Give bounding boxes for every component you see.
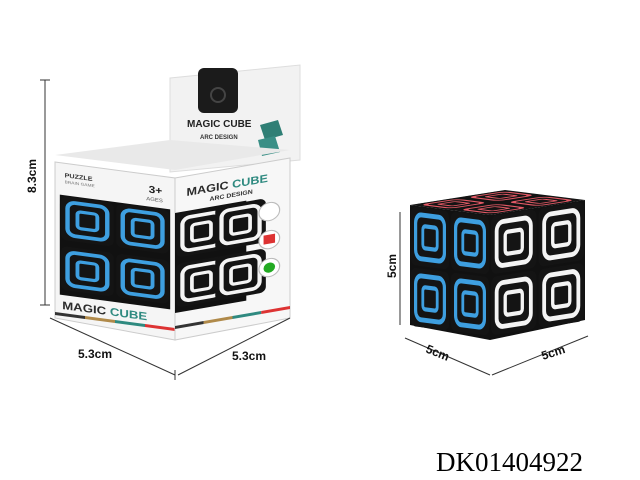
cube-tile (61, 196, 114, 247)
cube-depth-dimension: 5cm (491, 335, 589, 376)
cube-height-dimension: 5cm (385, 212, 401, 325)
cube-tile (61, 246, 114, 297)
cube-tile (176, 255, 227, 307)
box-front-face: PUZZLE BRAIN GAME 3+ AGES MAGIC CUBE (54, 140, 290, 341)
brand-tagline: BRAIN GAME (65, 180, 95, 189)
magic-cube (410, 190, 585, 340)
cube-tile (490, 209, 537, 274)
product-code: DK01404922 (436, 447, 583, 477)
box-width-dimension: 5.3cm (49, 317, 176, 380)
hanger-title: MAGIC CUBE (187, 119, 252, 130)
hang-hole (198, 68, 238, 113)
cube-tile (410, 267, 450, 331)
cube-tile (116, 203, 170, 254)
hanger-subtitle: ARC DESIGN (200, 135, 238, 141)
cube-top-face (414, 190, 581, 215)
cube-tile (215, 249, 266, 301)
feature-icon-1 (258, 201, 281, 222)
cube-height-label: 5cm (385, 254, 399, 278)
cube-tile (410, 206, 450, 270)
front-title: MAGIC CUBE (62, 299, 147, 323)
cube-tile (538, 263, 585, 328)
cube-tile (462, 190, 541, 202)
box-side-face: MAGIC CUBE ARC DESIGN (174, 157, 291, 341)
cube-tile (538, 202, 585, 267)
cube-tile (454, 203, 533, 215)
brand-name: PUZZLE (65, 173, 94, 183)
cube-tile (215, 199, 266, 251)
cube-tile (502, 195, 581, 207)
cube-tile (116, 253, 170, 304)
cube-tile (450, 211, 490, 275)
cube-width-dimension: 5cm (404, 337, 491, 376)
box-depth-label: 5.3cm (232, 349, 266, 363)
cube-left-face (410, 206, 490, 336)
age-label: AGES (146, 197, 163, 205)
box-depth-dimension: 5.3cm (177, 317, 291, 376)
cube-tile (490, 270, 537, 335)
cube-tile (414, 198, 493, 210)
cube-width-label: 5cm (424, 342, 452, 364)
age-number: 3+ (149, 184, 163, 197)
box-height-label: 8.3cm (25, 159, 39, 193)
box-width-label: 5.3cm (78, 347, 112, 361)
box-height-dimension: 8.3cm (25, 79, 50, 306)
cube-tile (450, 272, 490, 336)
cube-right-face (490, 202, 585, 335)
cube-depth-label: 5cm (540, 342, 567, 363)
